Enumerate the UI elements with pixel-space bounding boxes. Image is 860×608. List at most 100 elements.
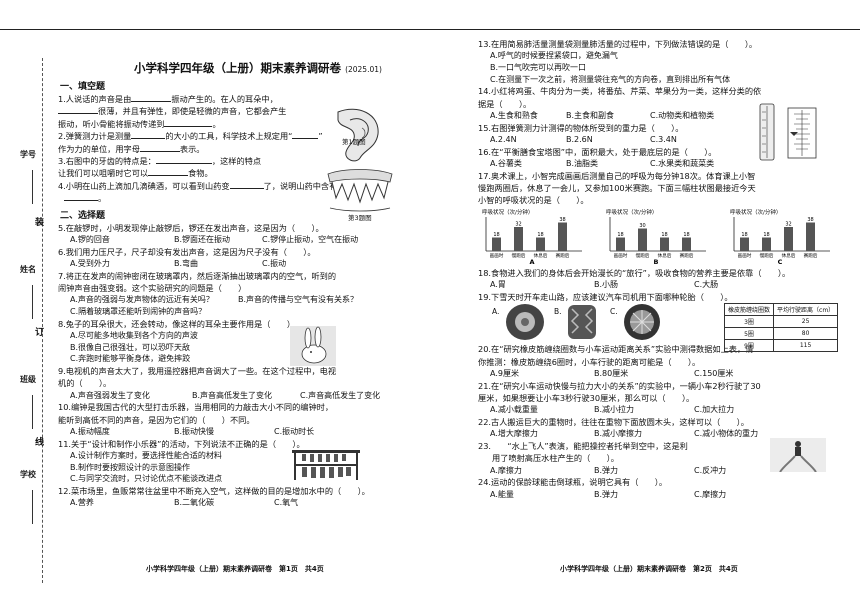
option-c[interactable]: C.隔着玻璃罩还能听到闹钟的声音吗？ — [70, 307, 207, 317]
option-a[interactable]: A.振动幅度 — [70, 427, 110, 437]
option-c[interactable]: C.在测量下一次之前，将测量袋往充气的方向卷，直到排出所有气体 — [490, 74, 731, 84]
option-c[interactable]: C.3.4N — [650, 135, 677, 144]
option-b[interactable]: B.减小摩擦力 — [594, 429, 643, 439]
question-4: 4.小明在山药上滴加几滴碘酒，可以看到山药变了，说明山药中含有 — [58, 180, 338, 191]
option-a[interactable]: A.生食和熟食 — [490, 111, 538, 120]
chart-tick-label: 赛跑后 — [804, 252, 818, 259]
question-9: 9.电视机的声音太大了，我用遥控器把声音调大了一些。在这个过程中，电视 — [58, 365, 337, 376]
blank[interactable] — [164, 125, 213, 127]
option-b[interactable]: B.小肠 — [594, 280, 619, 290]
blank[interactable] — [131, 101, 172, 102]
tire-option-a-label[interactable]: A. — [492, 307, 500, 317]
option-b[interactable]: B.声音的传播与空气有没有关系？ — [238, 295, 359, 305]
option-c[interactable]: C.水果类和蔬菜类 — [650, 159, 715, 168]
blank[interactable] — [148, 175, 189, 177]
option-b[interactable]: B.主食和副食 — [566, 111, 615, 120]
option-c[interactable]: C.减小物体的重力 — [694, 429, 759, 439]
chart-ylabel: 呼吸状况（次/分钟） — [606, 208, 657, 216]
option-a[interactable]: A.增大摩擦力 — [490, 429, 538, 439]
option-c[interactable]: C.加大拉力 — [694, 405, 735, 415]
option-c[interactable]: C.150厘米 — [694, 369, 734, 379]
option-c[interactable]: C.反冲力 — [694, 465, 727, 475]
blank[interactable] — [139, 150, 180, 152]
tire-option-c-label[interactable]: C. — [610, 307, 618, 317]
option-c[interactable]: C.大肠 — [694, 280, 719, 290]
option-b[interactable]: B.二氧化碳 — [174, 498, 215, 508]
chart-bar — [492, 237, 501, 251]
option-c[interactable]: C.振动时长 — [274, 427, 315, 437]
option-a[interactable]: A.摩擦力 — [490, 465, 522, 475]
option-a[interactable]: A.9厘米 — [490, 369, 519, 379]
questions-14-16-block: A.生食和熟食 B.主食和副食 C.动物类和植物类 15.右图弹簧测力计测得的物… — [478, 103, 848, 170]
option-b[interactable]: B.80厘米 — [594, 369, 629, 379]
tire-c-icon[interactable] — [622, 303, 662, 341]
figure-1-caption: 第1题图 — [342, 138, 366, 146]
option-b[interactable]: B.油脂类 — [566, 159, 599, 168]
option-c[interactable]: C.振动 — [262, 259, 287, 269]
option-a[interactable]: A.受到外力 — [70, 259, 110, 269]
tire-option-b-label[interactable]: B. — [554, 307, 562, 317]
blank[interactable] — [229, 187, 264, 189]
question-23: 23. “水上飞人”表演，能把操控者托举到空中，这是利 — [478, 441, 688, 452]
option-b[interactable]: B.振动快慢 — [174, 427, 215, 437]
chart-data-label: 32 — [785, 221, 791, 227]
option-c[interactable]: C.奔跑时能够平衡身体，避免摔跤 — [70, 354, 191, 364]
label-student-id: 学号 — [20, 150, 36, 159]
option-c[interactable]: C.摩擦力 — [694, 489, 727, 499]
blank[interactable] — [292, 138, 319, 140]
option-a[interactable]: A.设计制作方案时，要选择性能合适的材料 — [70, 451, 222, 461]
exam-date: (2025.01) — [345, 65, 382, 74]
option-a[interactable]: A.锣的回音 — [70, 235, 110, 245]
option-c[interactable]: C.锣停止振动，空气在振动 — [262, 235, 359, 245]
option-b[interactable]: B.减小拉力 — [594, 405, 635, 415]
option-b[interactable]: B.声音高低发生了变化 — [192, 390, 273, 400]
question-12: 12.菜市场里，鱼贩常常往盆里中不断充入空气，这样做的目的是增加水中的（ ）。 — [58, 485, 370, 496]
option-a[interactable]: A.呼气的时候要捏紧袋口，避免漏气 — [490, 51, 618, 61]
tire-b-icon[interactable] — [564, 303, 600, 341]
question-24-options: A.能量 B.弹力 C.摩擦力 — [478, 489, 848, 501]
blank[interactable] — [155, 163, 212, 165]
option-a[interactable]: A.谷薯类 — [490, 159, 522, 168]
option-c[interactable]: C.氧气 — [274, 498, 299, 508]
chart-data-label: 18 — [493, 232, 499, 238]
option-b[interactable]: B.制作时要按照设计的示意图操作 — [70, 462, 191, 472]
option-a[interactable]: A.营养 — [70, 498, 94, 508]
option-a[interactable]: A.2.4N — [490, 135, 517, 144]
option-c[interactable]: C.声音高低发生了变化 — [300, 390, 381, 400]
chart-tick-label: 休息后 — [782, 252, 796, 259]
option-c[interactable]: C.与同学交流时，只讨论优点不能谈改进点 — [70, 474, 223, 484]
option-b[interactable]: B.弹力 — [594, 489, 619, 499]
question-22: 22.古人搬运巨大的重物时，往往在重物下面放圆木头，这样可以（ ）。 — [478, 417, 749, 428]
option-b[interactable]: B.锣面还在振动 — [174, 235, 231, 245]
question-5: 5.在敲锣时，小明发现停止敲锣后，锣还在发出声音，这是因为（ ）。 — [58, 222, 324, 233]
question-2: 2.弹簧测力计是测量的大小的工具，科学技术上规定用“” — [58, 131, 323, 142]
option-a[interactable]: A.声音强弱发生了变化 — [70, 390, 150, 400]
option-b[interactable]: B.一口气吹完可以再吹一口 — [490, 63, 587, 72]
chart-data-label: 18 — [763, 232, 769, 238]
page-one: 小学科学四年级（上册）期末素养调研卷 (2025.01) 一、填空题 1.人说话… — [58, 36, 458, 509]
option-a[interactable]: A.能量 — [490, 489, 514, 499]
option-b[interactable]: B.弯曲 — [174, 259, 199, 269]
option-b[interactable]: B.很像自己很强壮，可以恐吓天敌 — [70, 342, 191, 352]
blank[interactable] — [64, 200, 98, 202]
option-a[interactable]: A.声音的强弱与发声物体的远近有关吗？ — [70, 295, 214, 305]
section-fill-blank: 一、填空题 — [60, 82, 106, 92]
question-20: 20.在“研究橡皮筋缠绕圈数与小车运动距离关系”实验中测得数据如上表，请 — [478, 344, 754, 355]
tire-a-icon[interactable] — [504, 303, 546, 341]
chart-bar — [514, 226, 523, 251]
option-b[interactable]: B.2.6N — [566, 135, 593, 144]
blank[interactable] — [58, 113, 98, 115]
exam-title: 小学科学四年级（上册）期末素养调研卷 (2025.01) — [58, 60, 458, 76]
question-24: 24.运动的保龄球能击倒球瓶，说明它具有（ ）。 — [478, 477, 668, 488]
option-a[interactable]: A.尽可能多地收集到各个方向的声波 — [70, 331, 198, 341]
page-two-footer: 小学科学四年级（上册）期末素养调研卷 第2页 共4页 — [560, 565, 738, 573]
question-14: 14.小红将鸡蛋、牛肉分为一类，将番茄、芹菜、苹果分为一类，这样分类的依 — [478, 86, 762, 97]
option-a[interactable]: A.减小载重量 — [490, 405, 538, 415]
option-c[interactable]: C.动物类和植物类 — [650, 111, 715, 120]
question-11: 11.关于“设计和制作小乐器”的活动，下列说法不正确的是（ ）。 — [58, 438, 305, 449]
question-21: 21.在“研究小车运动快慢与拉力大小的关系”的实验中，一辆小车2秒行驶了30 — [478, 380, 761, 391]
option-a[interactable]: A.胃 — [490, 280, 506, 290]
blank[interactable] — [131, 138, 166, 140]
chart-tick-label: 赛跑后 — [680, 252, 694, 259]
option-b[interactable]: B.弹力 — [594, 465, 619, 475]
